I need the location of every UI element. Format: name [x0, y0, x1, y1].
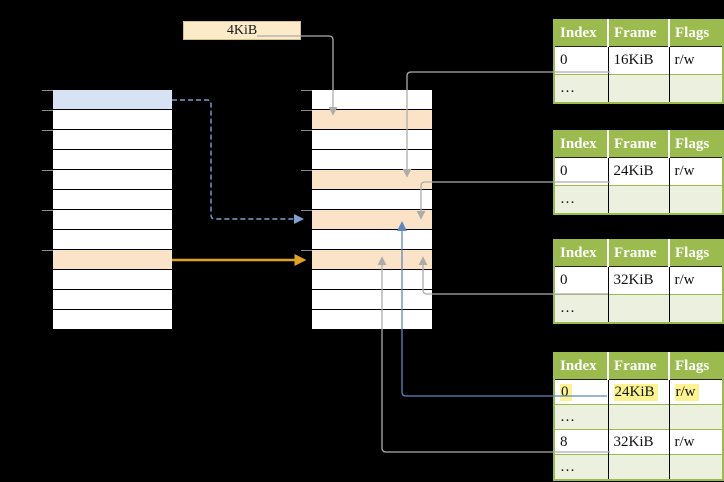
table-cell — [607, 454, 669, 480]
table-row: 0 24KiB r/w — [554, 379, 723, 405]
middle-stack-cell-orange — [312, 110, 432, 130]
table-cell — [607, 404, 669, 430]
arrow-virtual-page0-to-frame6-dashed — [172, 99, 304, 224]
table-cell: 0 — [560, 272, 568, 288]
middle-stack-cell-white — [312, 190, 432, 210]
table-row: … — [554, 185, 723, 214]
middle-stack-cell-white — [312, 230, 432, 250]
table-cell: r/w — [668, 429, 723, 455]
table-row: … — [554, 404, 723, 430]
table-row: … — [554, 454, 723, 480]
table-row: … — [554, 74, 723, 103]
tick-mark — [301, 110, 312, 111]
left-stack-cell-white — [53, 310, 172, 330]
column-header-index: Index — [554, 240, 608, 267]
left-stack-cell-blue — [53, 90, 172, 110]
tick-mark — [42, 130, 53, 131]
highlighted-value: r/w — [674, 383, 699, 401]
middle-stack-cell-white — [312, 150, 432, 170]
middle-stack-cell-white — [312, 130, 432, 150]
table-cell: … — [560, 300, 575, 316]
left-stack-cell-white — [53, 110, 172, 130]
column-header-frame: Frame — [607, 20, 669, 47]
table-cell — [607, 74, 669, 103]
table-row: … — [554, 294, 723, 323]
highlighted-value: 0 — [560, 383, 572, 401]
column-header-frame: Frame — [607, 240, 669, 267]
middle-stack-cell-white — [312, 310, 432, 330]
tick-mark — [42, 90, 53, 91]
table-cell: … — [560, 80, 575, 96]
column-header-flags: Flags — [668, 20, 723, 47]
table-cell: 0 — [560, 163, 568, 179]
left-stack-cell-orange — [53, 250, 172, 270]
table-cell — [607, 185, 669, 214]
middle-stack-cell-white — [312, 270, 432, 290]
table-cell — [668, 74, 723, 103]
tick-mark — [42, 170, 53, 171]
highlighted-value: 24KiB — [613, 383, 658, 401]
table-cell — [668, 454, 723, 480]
middle-stack-cell-orange — [312, 210, 432, 230]
left-stack-cell-white — [53, 190, 172, 210]
table-cell: … — [560, 458, 575, 475]
left-stack-cell-white — [53, 130, 172, 150]
column-header-frame: Frame — [607, 353, 669, 380]
physical-frames-stack — [312, 90, 432, 330]
table-cell — [607, 294, 669, 323]
tick-mark — [301, 210, 312, 211]
table-cell: r/w — [668, 266, 723, 295]
table-cell: 24KiB — [607, 379, 669, 405]
tick-mark — [301, 250, 312, 251]
middle-stack-cell-white — [312, 290, 432, 310]
table-cell: 32KiB — [607, 429, 669, 455]
left-stack-cell-white — [53, 270, 172, 290]
column-header-flags: Flags — [668, 353, 723, 380]
tick-mark — [301, 130, 312, 131]
column-header-frame: Frame — [607, 131, 669, 158]
table-cell: r/w — [668, 379, 723, 405]
left-stack-cell-white — [53, 230, 172, 250]
table-cell: 32KiB — [607, 266, 669, 295]
left-stack-cell-white — [53, 150, 172, 170]
middle-stack-cell-orange — [312, 250, 432, 270]
column-header-flags: Flags — [668, 240, 723, 267]
virtual-pages-stack — [53, 90, 172, 330]
column-header-index: Index — [554, 131, 608, 158]
column-header-index: Index — [554, 353, 608, 380]
middle-stack-cell-white — [312, 90, 432, 110]
table-cell: … — [560, 191, 575, 207]
left-stack-cell-white — [53, 290, 172, 310]
column-header-flags: Flags — [668, 131, 723, 158]
table-cell: r/w — [668, 157, 723, 186]
tick-mark — [301, 90, 312, 91]
left-stack-cell-white — [53, 170, 172, 190]
column-header-index: Index — [554, 20, 608, 47]
table-cell — [668, 404, 723, 430]
tick-mark — [42, 250, 53, 251]
table-cell: r/w — [668, 46, 723, 75]
tick-mark — [42, 110, 53, 111]
table-cell: 0 — [560, 52, 568, 68]
middle-stack-cell-orange — [312, 170, 432, 190]
page-size-label: 4KiB — [183, 21, 301, 40]
left-stack-cell-white — [53, 210, 172, 230]
table-cell — [668, 294, 723, 323]
tick-mark — [301, 170, 312, 171]
table-cell: 24KiB — [607, 157, 669, 186]
table-cell: 8 — [560, 433, 568, 450]
table-cell: 16KiB — [607, 46, 669, 75]
table-cell: … — [560, 408, 575, 425]
table-cell — [668, 185, 723, 214]
tick-mark — [42, 210, 53, 211]
table-cell: 0 — [554, 380, 608, 405]
